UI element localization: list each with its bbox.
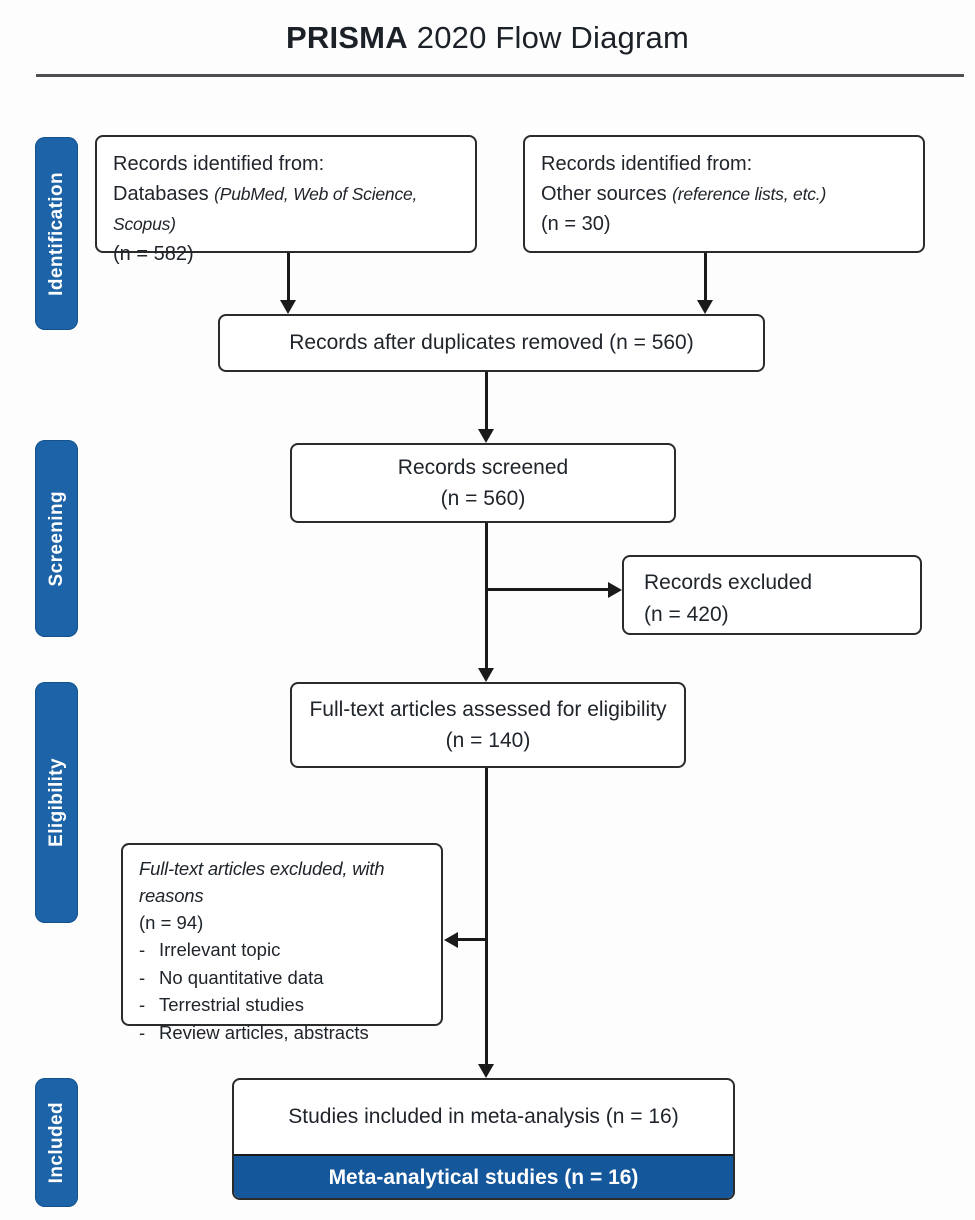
arrow-screened-to-excluded-head [608, 582, 622, 598]
arrow-fulltext-to-included-line [485, 768, 488, 1065]
meta-analytical-bar: Meta-analytical studies (n = 16) [234, 1154, 733, 1198]
box-fulltext-assessed: Full-text articles assessed for eligibil… [290, 682, 686, 768]
box-fulltext-excluded: Full-text articles excluded, with reason… [121, 843, 443, 1043]
box-line: Records excluded [644, 571, 813, 594]
stage-label-included: Included [45, 1101, 67, 1184]
arrow-other-to-dedup-line [704, 253, 707, 301]
box-line-detail: (reference lists, etc.) [672, 184, 827, 204]
reason-text: Terrestrial studies [159, 994, 304, 1016]
arrow-databases-to-dedup-head [280, 300, 296, 314]
included-studies-line: Studies included in meta-analysis (n = 1… [288, 1105, 679, 1129]
stage-bar-eligibility: Eligibility [35, 682, 78, 923]
arrow-screened-to-fulltext-line [485, 523, 488, 669]
stage-bar-screening: Screening [35, 440, 78, 637]
box-line: Full-text articles assessed for eligibil… [309, 697, 667, 721]
box-count: (n = 560) [440, 487, 526, 510]
box-line-detail: (PubMed, Web of Science, Scopus) [113, 184, 418, 234]
exclusion-reason: - Terrestrial studies [139, 991, 425, 1018]
box-count: (n = 420) [644, 602, 729, 626]
box-count: (n = 582) [113, 243, 194, 265]
box-records-identified-databases: Records identified from: Databases (PubM… [95, 135, 477, 265]
box-records-screened: Records screened (n = 560) [290, 443, 676, 523]
box-records-excluded: Records excluded (n = 420) [622, 555, 922, 635]
stage-bar-included: Included [35, 1078, 78, 1207]
bullet-dash: - [139, 966, 146, 988]
exclusion-reason: - Review articles, abstracts [139, 1019, 425, 1046]
arrow-screened-to-fulltext-head [478, 668, 494, 682]
exclusion-reason: - Irrelevant topic [139, 936, 425, 963]
reason-text: Review articles, abstracts [159, 1021, 369, 1043]
box-line-main: Databases [113, 183, 215, 205]
box-line-main: Other sources [541, 183, 673, 205]
arrow-fulltext-to-reasons-head [444, 932, 458, 948]
title-suffix: 2020 Flow Diagram [416, 20, 689, 55]
box-count: (n = 140) [445, 729, 531, 752]
reason-text: Irrelevant topic [159, 939, 281, 961]
stage-label-screening: Screening [45, 490, 67, 587]
bullet-dash: - [139, 994, 146, 1016]
arrow-other-to-dedup-head [697, 300, 713, 314]
arrow-fulltext-to-reasons-line [458, 938, 486, 941]
title-brand: PRISMA [286, 20, 408, 55]
box-studies-included: Studies included in meta-analysis (n = 1… [232, 1078, 735, 1200]
box-line: Records identified from: [541, 153, 753, 175]
box-line: Other sources (reference lists, etc.) [541, 179, 907, 209]
box-records-identified-other: Records identified from: Other sources (… [523, 135, 925, 253]
arrow-databases-to-dedup-line [287, 253, 290, 301]
reason-text: No quantitative data [159, 966, 324, 988]
box-count: (n = 30) [541, 213, 611, 235]
bullet-dash: - [139, 1021, 146, 1043]
box-count: (n = 94) [139, 911, 204, 933]
title-divider [36, 74, 964, 77]
stage-label-identification: Identification [45, 171, 67, 296]
box-line: Records after duplicates removed (n = 56… [289, 331, 694, 355]
box-line: Records screened [397, 455, 569, 479]
arrow-fulltext-to-included-head [478, 1064, 494, 1078]
exclusion-reason: - No quantitative data [139, 964, 425, 991]
stage-label-eligibility: Eligibility [45, 758, 67, 847]
arrow-screened-to-excluded-line [486, 588, 608, 591]
box-line: Full-text articles excluded, with reason… [139, 858, 385, 906]
box-line: Records identified from: [113, 153, 325, 175]
box-line: Databases (PubMed, Web of Science, Scopu… [113, 179, 459, 239]
arrow-dedup-to-screened-line [485, 372, 488, 430]
bullet-dash: - [139, 939, 146, 961]
arrow-dedup-to-screened-head [478, 429, 494, 443]
box-duplicates-removed: Records after duplicates removed (n = 56… [218, 314, 765, 372]
stage-bar-identification: Identification [35, 137, 78, 330]
